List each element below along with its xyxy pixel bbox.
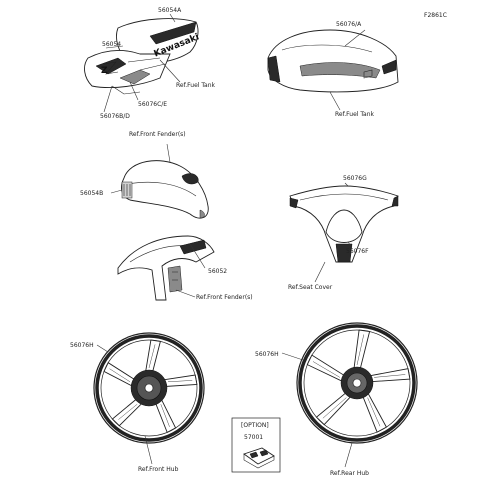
leader-line [103,85,113,113]
wheel-spoke-edge [118,404,138,420]
leader-line [281,352,304,361]
leader-line [166,143,171,163]
seat-cover-decal-assembly[interactable] [289,185,399,263]
part-label-56076ce: 56076C/E [138,101,167,108]
wheel-spoke-edge [374,374,406,378]
wheel-spoke-edge [148,344,156,369]
leader-line [144,435,153,465]
front-wheel-rim-decal[interactable] [93,332,205,444]
leader-line [96,344,109,353]
leader-line [344,442,353,468]
leader-line [169,13,176,23]
part-label-56076f: 56076F [346,248,369,255]
fuel-tank-side-decal-assembly[interactable] [267,29,399,93]
rear-wheel-rim-decal[interactable] [296,322,418,444]
part-label-56076h-rear: 56076H [255,351,279,358]
wheel-spoke-edge [109,368,131,383]
front-fender-lower-decal-assembly[interactable] [117,235,215,301]
fuel-tank-cover-decal-assembly[interactable] [84,18,199,95]
ref-label-seat-cover: Ref.Seat Cover [288,284,333,291]
part-label-56076h-front: 56076H [70,342,94,349]
leader-line [189,243,206,269]
leader-line [105,45,124,49]
wheel-spoke-edge [367,397,381,427]
leader-line [129,81,139,101]
wheel-spoke-edge [312,361,341,378]
leader-line [347,241,353,248]
wheel-spoke-edge [160,404,170,427]
part-label-56076a: 56076/A [336,21,362,28]
option-part-57001: 57001 [244,434,263,441]
leader-line [159,59,181,83]
leader-line [110,189,123,194]
part-label-56054: 56054 [102,41,121,48]
ref-label-fuel-tank-right: Ref.Fuel Tank [335,111,375,118]
option-tool-icon [243,447,275,469]
model-badge-text: Z [101,66,108,76]
front-fender-upper-decal-assembly[interactable] [121,160,209,219]
ref-label-front-fender-bottom: Ref.Front Fender(s) [196,294,253,301]
leader-line [175,289,196,298]
option-box-title: [OPTION] [241,422,269,429]
leader-line [344,29,366,47]
part-label-56054a: 56054A [158,7,182,14]
leader-line [314,261,326,283]
wheel-spoke-edge [322,397,347,419]
wheel-spoke-edge [167,380,193,383]
figure-code: F2861C [424,12,447,19]
part-label-56052: 56052 [208,268,227,275]
option-box[interactable]: [OPTION] 57001 [231,417,281,473]
rear-wheel-spokes [306,329,411,433]
leader-line [344,182,349,187]
ref-label-fuel-tank-left: Ref.Fuel Tank [176,82,216,89]
ref-label-rear-hub: Ref.Rear Hub [330,470,369,477]
wheel-spoke-edge [356,334,365,366]
part-label-56076g: 56076G [343,175,367,182]
ref-label-front-hub: Ref.Front Hub [138,466,179,473]
ref-label-front-fender-top: Ref.Front Fender(s) [129,131,186,138]
leader-line [329,91,341,111]
part-label-56054b: 56054B [80,190,103,197]
part-label-56076bd: 56076B/D [100,113,130,120]
